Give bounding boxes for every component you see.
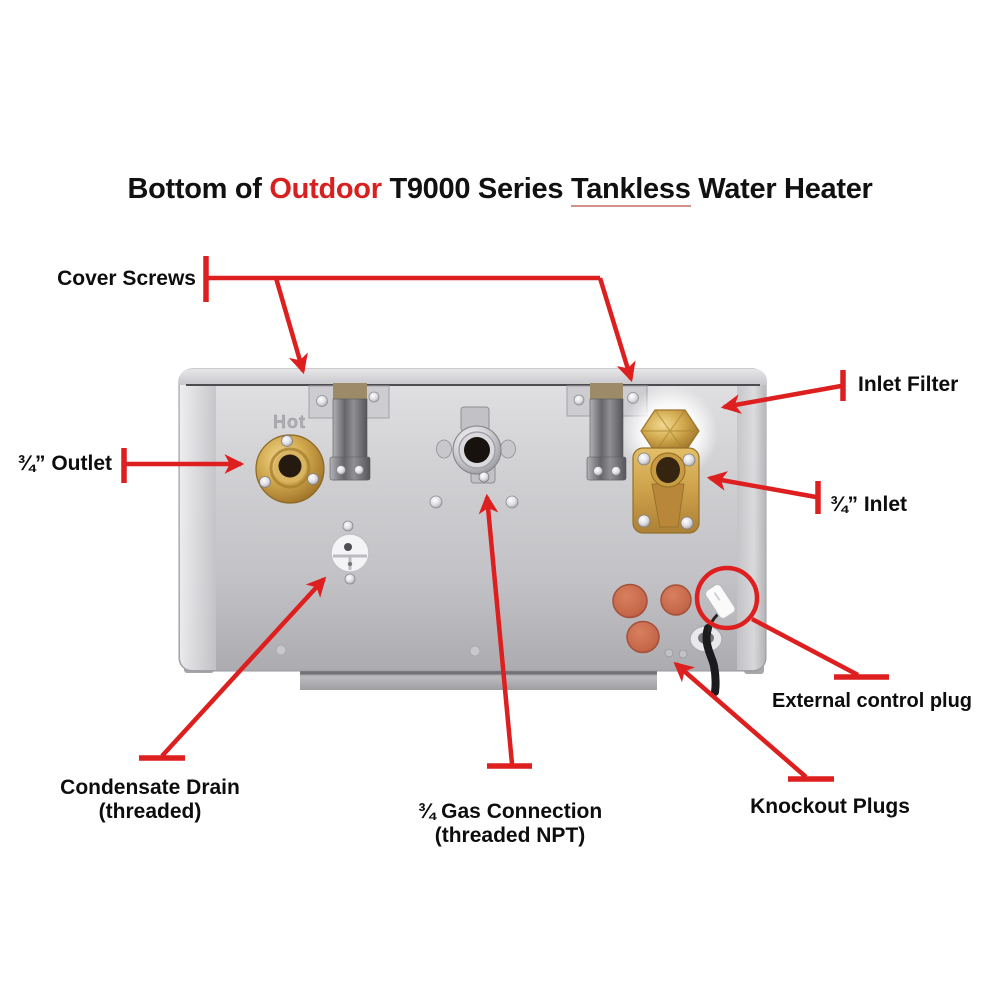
label-inlet-filter: Inlet Filter <box>858 373 959 396</box>
label-knockout-plugs: Knockout Plugs <box>750 795 910 818</box>
panel-screw <box>275 644 287 656</box>
label-outlet: ¾” Outlet <box>17 452 112 475</box>
label-gas-line1: ¾ Gas Connection <box>417 800 603 823</box>
label-external-control-plug: External control plug <box>772 690 973 712</box>
power-cable <box>702 624 720 696</box>
title-middle: T9000 Series <box>381 173 571 205</box>
label-gas-line2: (threaded NPT) <box>434 824 586 847</box>
gas-arrow <box>478 493 515 765</box>
knockout-screw <box>664 648 674 658</box>
outlet-fitting <box>255 434 325 504</box>
label-condensate-line2: (threaded) <box>98 800 202 823</box>
title-suffix: Water Heater <box>690 173 873 205</box>
inlet-valve <box>632 447 700 534</box>
title-highlight: Outdoor <box>269 173 382 205</box>
cover-screw-bracket-right <box>566 383 648 481</box>
label-condensate-drain: Condensate Drain (threaded) <box>60 776 240 824</box>
label-inlet: ¾” Inlet <box>830 493 908 516</box>
inlet-filter-arrow <box>720 383 842 414</box>
knockout-plugs <box>612 583 692 654</box>
label-gas-connection: ¾ Gas Connection (threaded NPT) <box>418 800 602 848</box>
hot-marking-text: Hot <box>273 412 306 432</box>
annotation-layer <box>121 256 889 782</box>
title-prefix: Bottom of <box>127 173 270 205</box>
title-underlined-word: Tankless <box>570 173 691 207</box>
cover-screws-arrow-right <box>597 277 636 383</box>
knockout-arrow <box>673 661 808 779</box>
external-plug-line <box>750 617 860 677</box>
bottom-rail <box>300 671 657 690</box>
condensate-arrow <box>160 576 327 758</box>
spade-connector <box>704 583 736 620</box>
panel-screw <box>505 495 519 509</box>
panel-screw <box>469 645 481 657</box>
left-side-panel <box>180 370 216 670</box>
gas-connection-fitting <box>436 406 516 484</box>
page-title: Bottom of Outdoor T9000 Series Tankless … <box>0 173 1000 207</box>
cover-lid <box>179 369 767 385</box>
condensate-drain-fitting <box>330 520 370 585</box>
inlet-arrow <box>706 471 817 500</box>
panel-screw <box>429 495 443 509</box>
knockout-screw <box>678 649 688 659</box>
cover-screw-bracket-left <box>308 383 390 481</box>
cover-screws-arrow-left <box>273 277 308 375</box>
external-control-plug <box>689 583 736 696</box>
label-cover-screws: Cover Screws <box>57 267 196 290</box>
highlight-circle <box>694 565 760 631</box>
label-condensate-line1: Condensate Drain <box>60 776 240 799</box>
